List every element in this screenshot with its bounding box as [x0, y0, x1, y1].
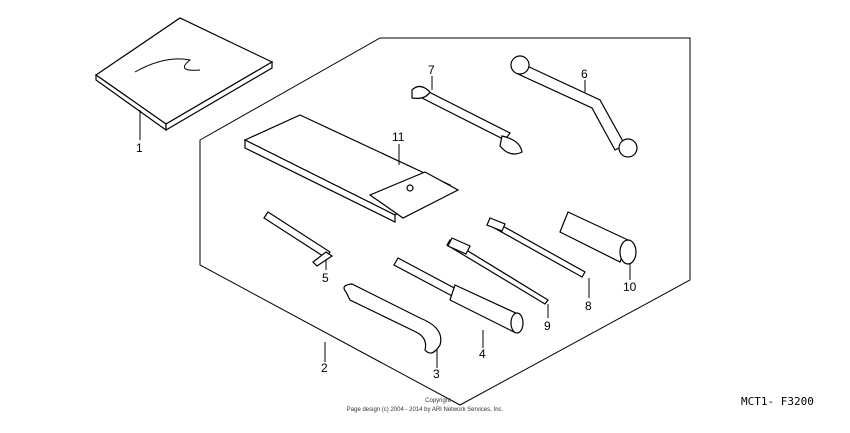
callout-6: 6	[581, 67, 588, 81]
callout-1: 1	[136, 141, 143, 155]
callout-11: 11	[392, 130, 405, 144]
callout-5: 5	[322, 271, 329, 285]
part-8-screwdriver	[486, 217, 586, 278]
part-3-pin-spanner	[343, 283, 442, 354]
callout-labels: 1 2 3 4 5 6 7 8 9 10 11	[136, 63, 637, 381]
part-10-handle	[559, 211, 637, 265]
footer-copyright: Copyright	[425, 398, 451, 404]
callout-2: 2	[321, 361, 328, 375]
leader-lines	[139, 76, 631, 368]
callout-3: 3	[433, 367, 440, 381]
part-4-plug-wrench	[393, 257, 524, 334]
callout-4: 4	[479, 347, 486, 361]
part-7-open-wrench	[411, 85, 523, 155]
callout-10: 10	[623, 280, 637, 294]
part-9-screwdriver	[446, 237, 549, 305]
callout-9: 9	[544, 319, 551, 333]
callout-8: 8	[585, 299, 592, 313]
callout-7: 7	[428, 63, 435, 77]
part-6-ring-wrench	[510, 55, 638, 158]
footer-page-design: Page design (c) 2004 - 2014 by ARI Netwo…	[347, 407, 504, 413]
part-5-hex-key	[263, 211, 334, 267]
tool-tray-outline	[199, 37, 691, 406]
diagram-code: MCT1- F3200	[741, 395, 814, 408]
part-11-tool-bag	[243, 114, 460, 223]
part-1-manual	[94, 17, 274, 132]
